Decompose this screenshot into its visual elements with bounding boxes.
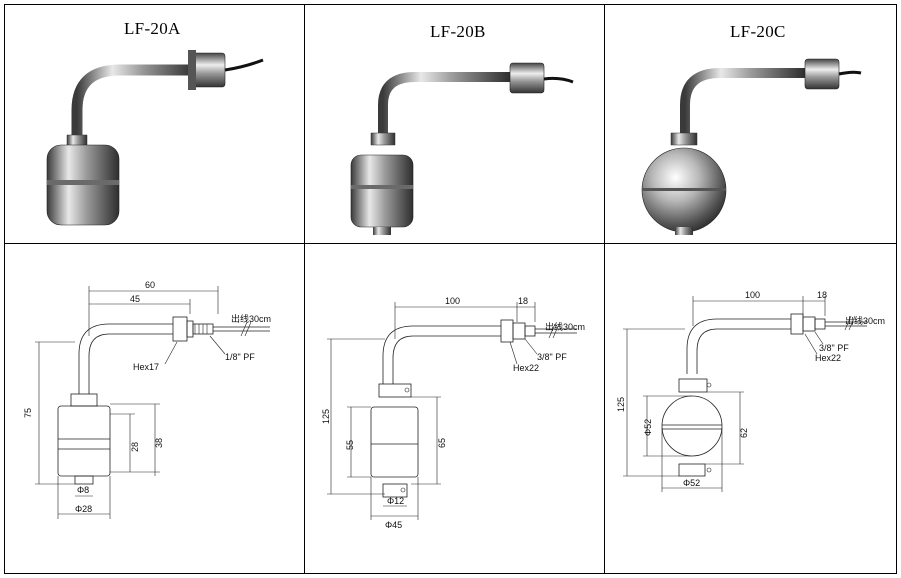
table-border-right bbox=[896, 4, 897, 574]
hex-label: Hex22 bbox=[513, 363, 539, 373]
hex-label: Hex22 bbox=[815, 353, 841, 363]
dim-float-diameter: Φ28 bbox=[75, 504, 92, 514]
table-border-bottom bbox=[4, 573, 897, 574]
dim-float-body-height: 55 bbox=[345, 440, 355, 450]
hex-label: Hex17 bbox=[133, 362, 159, 372]
dim-ball-diameter-horizontal: Φ52 bbox=[683, 478, 700, 488]
table-border-middle bbox=[4, 243, 897, 244]
table-border-left bbox=[4, 4, 5, 574]
lf20c-ball-seam bbox=[642, 188, 726, 191]
dim-ball-diameter-vertical: Φ52 bbox=[643, 419, 653, 436]
dim-nut-length: 18 bbox=[817, 290, 827, 300]
lf20c-bottom-stop bbox=[675, 227, 693, 235]
lf20c-cable bbox=[838, 70, 862, 76]
dim-stem-diameter: Φ12 bbox=[387, 496, 404, 506]
dim-ball-height: 62 bbox=[739, 428, 749, 438]
dim-stem-diameter: Φ8 bbox=[77, 485, 89, 495]
dim-bend-length: 45 bbox=[130, 294, 140, 304]
lf20c-tube bbox=[680, 68, 805, 135]
cable-length-label: 出线30cm bbox=[845, 315, 885, 326]
thread-label: 3/8" PF bbox=[537, 352, 567, 362]
lf20a-cable bbox=[224, 58, 264, 72]
lf20b-float bbox=[350, 154, 414, 228]
photo-lf20a bbox=[46, 50, 264, 226]
lf20a-tube bbox=[71, 64, 195, 145]
lf20b-tube bbox=[378, 72, 510, 145]
lf20c-nut bbox=[804, 58, 840, 90]
lf20b-nut bbox=[509, 62, 545, 94]
table-border-top bbox=[4, 4, 897, 5]
table-border-col1 bbox=[304, 4, 305, 574]
thread-label: 3/8" PF bbox=[819, 343, 849, 353]
thread-label: 1/8" PF bbox=[225, 352, 255, 362]
table-border-col2 bbox=[604, 4, 605, 574]
lf20a-float-seam bbox=[47, 180, 119, 185]
dim-float-height: 38 bbox=[154, 438, 164, 448]
lf20a-nut bbox=[190, 52, 226, 88]
lf20c-collar bbox=[670, 132, 698, 146]
dim-arm-length: 100 bbox=[745, 290, 760, 300]
dim-float-diameter: Φ45 bbox=[385, 520, 402, 530]
model-title-lf20c: LF-20C bbox=[730, 22, 786, 41]
lf20b-collar bbox=[370, 132, 396, 146]
dim-total-height: 125 bbox=[616, 397, 626, 412]
dim-arm-length: 100 bbox=[445, 296, 460, 306]
lf20a-nut-washer bbox=[188, 50, 196, 90]
cable-length-label: 出线30cm bbox=[231, 313, 271, 324]
dim-nut-length: 18 bbox=[518, 296, 528, 306]
dim-float-height: 65 bbox=[437, 438, 447, 448]
lf20b-bottom-stop bbox=[373, 227, 391, 235]
product-table: LF-20A LF-20B LF-20C bbox=[4, 4, 897, 574]
drawing-lf20a: 60 45 出线30cm Hex17 1/8" PF 75 2 bbox=[23, 280, 271, 519]
model-title-lf20a: LF-20A bbox=[124, 19, 181, 38]
dim-float-body-height: 28 bbox=[130, 442, 140, 452]
drawing-lf20b: 100 18 出线30cm 3/8" PF Hex22 125 55 65 bbox=[321, 296, 585, 530]
photo-lf20b bbox=[350, 62, 574, 235]
lf20b-cable bbox=[543, 76, 574, 84]
drawing-lf20c: 100 18 出线30cm 3/8" PF Hex22 125 Φ52 62 bbox=[616, 290, 885, 492]
lf20b-float-seam bbox=[351, 185, 413, 189]
dim-total-height: 125 bbox=[321, 409, 331, 424]
dim-total-height: 75 bbox=[23, 408, 33, 418]
model-title-lf20b: LF-20B bbox=[430, 22, 486, 41]
photo-lf20c bbox=[641, 58, 862, 235]
cable-length-label: 出线30cm bbox=[545, 321, 585, 332]
dim-total-length: 60 bbox=[145, 280, 155, 290]
